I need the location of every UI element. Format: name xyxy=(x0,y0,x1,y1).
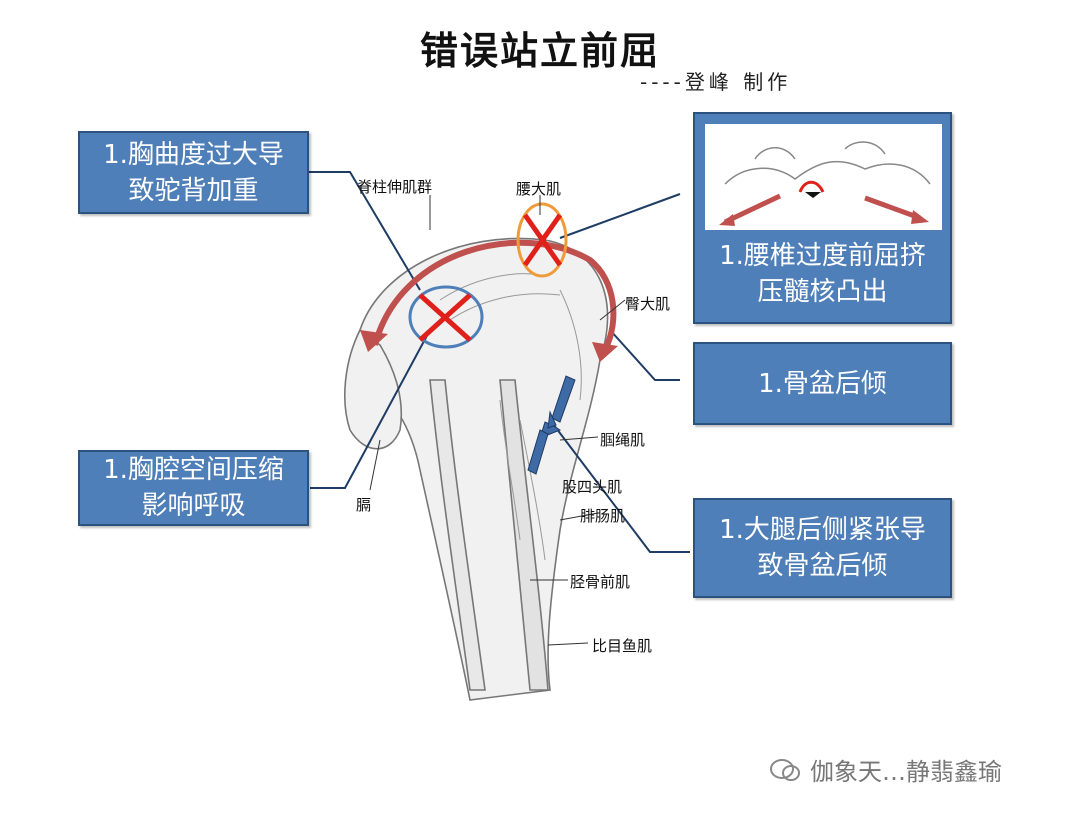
label-psoas: 腰大肌 xyxy=(516,180,562,198)
vertebra-drawing xyxy=(719,141,931,226)
label-diaphragm: 膈 xyxy=(356,496,372,514)
cross-psoas xyxy=(522,213,563,267)
hamstring-arrows xyxy=(527,375,576,475)
page-title: 错误站立前屈 xyxy=(419,29,660,73)
label-soleus: 比目鱼肌 xyxy=(592,637,653,655)
leader-lines xyxy=(308,171,690,553)
muscle-label-ticks xyxy=(369,195,626,646)
body-silhouette xyxy=(344,237,609,701)
label-glute: 臀大肌 xyxy=(625,295,671,313)
lumbar-callout-panel: 1.腰椎过度前屈挤 压髓核凸出 xyxy=(693,112,952,324)
wechat-icon xyxy=(770,758,800,781)
label-quad: 股四头肌 xyxy=(562,478,623,496)
label-erector: 脊柱伸肌群 xyxy=(357,178,433,196)
muscle-detail xyxy=(439,273,582,561)
label-hamstring: 腘绳肌 xyxy=(600,431,646,449)
lumbar-callout-text: 1.腰椎过度前屈挤 压髓核凸出 xyxy=(719,241,926,307)
watermark: 伽象天…静翡鑫瑜 xyxy=(770,752,1002,787)
cross-chest xyxy=(418,293,472,342)
callout-hamstring: 1.大腿后侧紧张导 致骨盆后倾 xyxy=(693,498,952,598)
callout-pelvis: 1.骨盆后倾 xyxy=(693,342,952,425)
callout-chest-curve: 1.胸曲度过大导 致驼背加重 xyxy=(78,131,309,214)
author-credit: ----登峰 制作 xyxy=(640,70,792,94)
arrow-head-left xyxy=(360,330,388,352)
callout-chest-cavity: 1.胸腔空间压缩 影响呼吸 xyxy=(78,450,309,526)
watermark-text: 伽象天…静翡鑫瑜 xyxy=(810,758,1002,786)
label-tibialis: 胫骨前肌 xyxy=(570,573,631,591)
chest-ellipse xyxy=(408,285,484,349)
label-gastrocnemius: 腓肠肌 xyxy=(580,507,626,525)
psoas-ellipse xyxy=(516,202,568,278)
vertebra-illustration xyxy=(705,124,942,230)
arrow-head-right xyxy=(592,342,618,362)
spine-curve-arrow xyxy=(372,239,617,352)
